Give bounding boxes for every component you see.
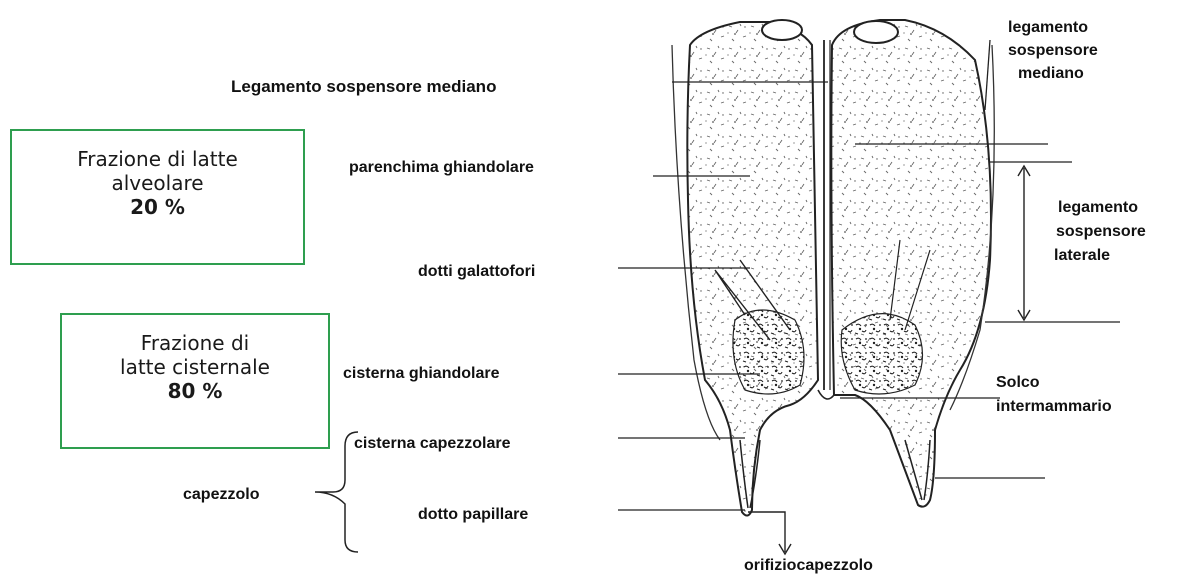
alveolar-fraction-box: Frazione di latte alveolare 20 % — [10, 129, 305, 265]
left-quarter-outline — [687, 22, 818, 516]
cisternal-line-2: latte cisternale — [62, 355, 328, 379]
label-laterale-legamento: legamento — [1058, 198, 1138, 217]
label-cisterna-capezzolare: cisterna capezzolare — [354, 434, 511, 453]
cisternal-line-1: Frazione di — [62, 331, 328, 355]
alveolar-line-2: alveolare — [12, 171, 303, 195]
label-intermammario: intermammario — [996, 397, 1112, 416]
alveolar-line-1: Frazione di latte — [12, 147, 303, 171]
label-capezzolo: capezzolo — [183, 485, 259, 504]
label-laterale-laterale: laterale — [1054, 246, 1110, 265]
label-right-legamento: legamento — [1008, 18, 1088, 37]
label-right-mediano: mediano — [1018, 64, 1084, 83]
label-parenchima-ghiandolare: parenchima ghiandolare — [349, 158, 534, 177]
label-laterale-sospensore: sospensore — [1056, 222, 1146, 241]
label-orifizio-capezzolo: orifiziocapezzolo — [744, 556, 873, 575]
label-right-sospensore: sospensore — [1008, 41, 1098, 60]
cisternal-fraction-box: Frazione di latte cisternale 80 % — [60, 313, 330, 449]
label-dotto-papillare: dotto papillare — [418, 505, 528, 524]
capezzolo-brace — [315, 432, 358, 552]
cisternal-percent: 80 % — [62, 379, 328, 403]
label-dotti-galattofori: dotti galattofori — [418, 262, 535, 281]
label-cisterna-ghiandolare: cisterna ghiandolare — [343, 364, 500, 383]
alveolar-percent: 20 % — [12, 195, 303, 219]
label-legamento-sospensore-mediano: Legamento sospensore mediano — [231, 77, 496, 96]
label-solco: Solco — [996, 373, 1040, 392]
right-quarter-outline — [831, 20, 991, 507]
